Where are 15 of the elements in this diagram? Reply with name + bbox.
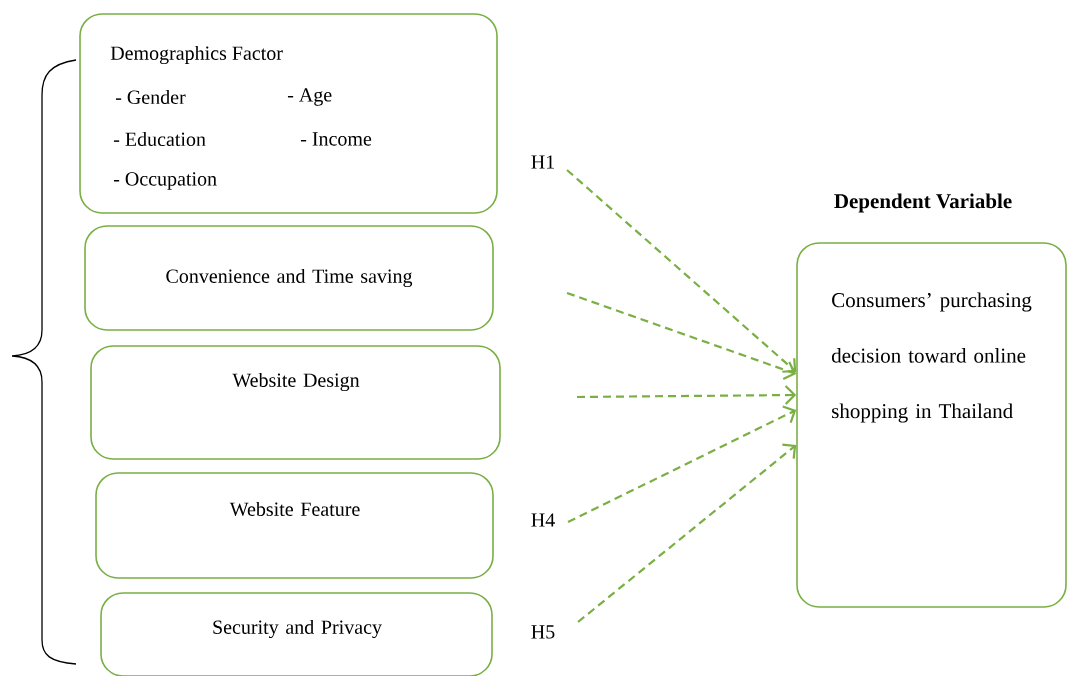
factor-box: Demographics Factor - Gender - Age - Education - Income - Occupation <box>79 13 498 214</box>
outcome-box: Consumers’ purchasing decision toward online shopping in Thailand <box>796 242 1067 608</box>
factor-box: Security and Privacy <box>100 592 493 676</box>
arrow <box>566 291 797 380</box>
edge-label: H4 <box>529 512 557 528</box>
factor-box: Website Design <box>90 345 501 460</box>
factor-box: Convenience and Time saving <box>84 225 494 331</box>
arrow <box>567 405 797 523</box>
arrow <box>577 443 797 623</box>
edge-label: H1 <box>529 154 557 170</box>
edge-label: H5 <box>529 624 557 640</box>
arrow <box>577 385 797 405</box>
arrow <box>566 169 797 373</box>
factor-box: Website Feature <box>95 472 494 579</box>
heading: Dependent Variable <box>834 193 1012 213</box>
